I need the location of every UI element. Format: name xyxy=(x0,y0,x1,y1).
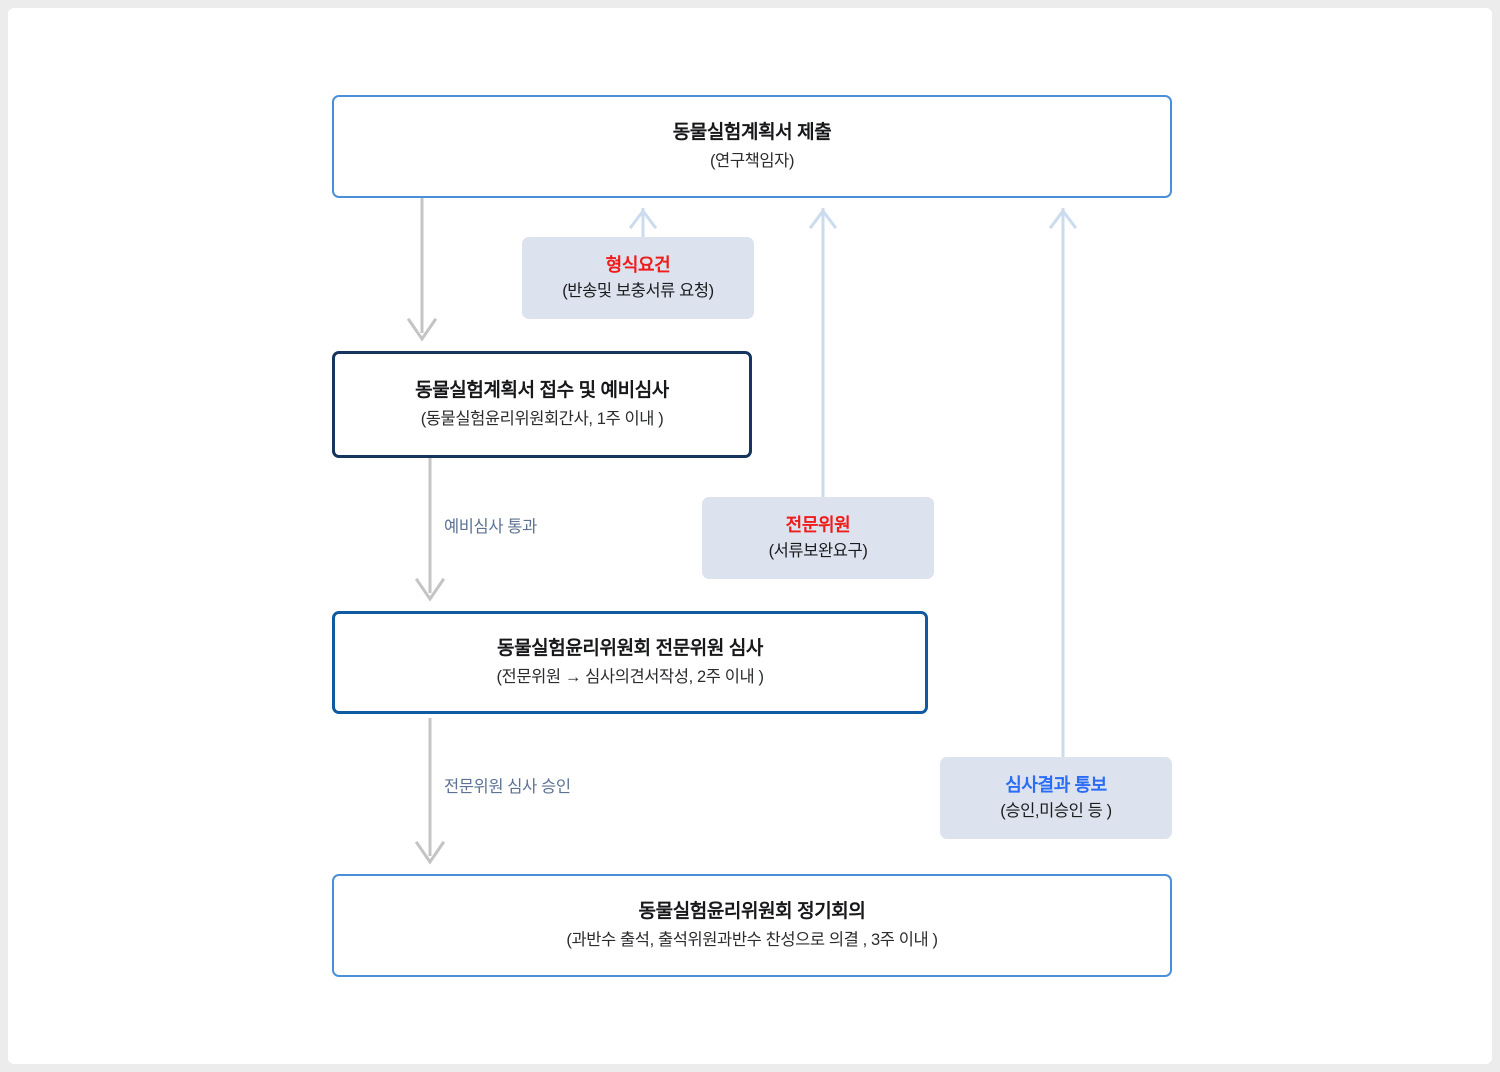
annotation-subtitle-result-notice: (승인,미승인 등 ) xyxy=(1000,802,1112,821)
arrow-submit-to-receive xyxy=(406,198,438,342)
annotation-title-form-requirement: 형식요건 xyxy=(605,254,671,275)
step-box-receive-pre-review[interactable]: 동물실험계획서 접수 및 예비심사 (동물실험윤리위원회간사, 1주 이내 ) xyxy=(332,351,752,458)
annotation-title-expert-member: 전문위원 xyxy=(785,514,851,535)
annotation-box-expert-member[interactable]: 전문위원 (서류보완요구) xyxy=(702,497,934,579)
annotation-subtitle-form-requirement: (반송및 보충서류 요청) xyxy=(562,282,714,301)
step-title-regular-meeting: 동물실험윤리위원회 정기회의 xyxy=(638,901,866,923)
step-subtitle-regular-meeting: (과반수 출석, 출석위원과반수 찬성으로 의결 , 3주 이내 ) xyxy=(566,930,938,949)
step-box-regular-meeting[interactable]: 동물실험윤리위원회 정기회의 (과반수 출석, 출석위원과반수 찬성으로 의결 … xyxy=(332,874,1172,977)
step-subtitle-receive-pre-review: (동물실험윤리위원회간사, 1주 이내 ) xyxy=(420,409,664,428)
step-title-expert-review: 동물실험윤리위원회 전문위원 심사 xyxy=(497,638,763,660)
edge-label-pre-review-pass: 예비심사 통과 xyxy=(444,518,537,536)
arrow-expert-to-meeting xyxy=(414,718,446,865)
arrow-result-notice-to-submit xyxy=(1048,208,1078,838)
step-box-expert-review[interactable]: 동물실험윤리위원회 전문위원 심사 (전문위원 → 심사의견서작성, 2주 이내… xyxy=(332,611,928,714)
step-subtitle-submit: (연구책임자) xyxy=(709,151,795,170)
annotation-title-result-notice: 심사결과 통보 xyxy=(1005,774,1107,795)
annotation-subtitle-expert-member: (서류보완요구) xyxy=(768,542,868,561)
diagram-canvas: 동물실험계획서 제출 (연구책임자) 동물실험계획서 접수 및 예비심사 (동물… xyxy=(8,8,1492,1064)
annotation-box-result-notice[interactable]: 심사결과 통보 (승인,미승인 등 ) xyxy=(940,757,1172,839)
step-title-submit: 동물실험계획서 제출 xyxy=(672,122,832,144)
arrow-receive-to-expert xyxy=(414,458,446,602)
step-subtitle-expert-review: (전문위원 → 심사의견서작성, 2주 이내 ) xyxy=(496,667,764,686)
annotation-box-form-requirement[interactable]: 형식요건 (반송및 보충서류 요청) xyxy=(522,237,754,319)
edge-label-expert-approval: 전문위원 심사 승인 xyxy=(444,778,571,796)
step-box-submit[interactable]: 동물실험계획서 제출 (연구책임자) xyxy=(332,95,1172,198)
connector-layer xyxy=(8,8,1492,1064)
step-title-receive-pre-review: 동물실험계획서 접수 및 예비심사 xyxy=(415,380,669,402)
